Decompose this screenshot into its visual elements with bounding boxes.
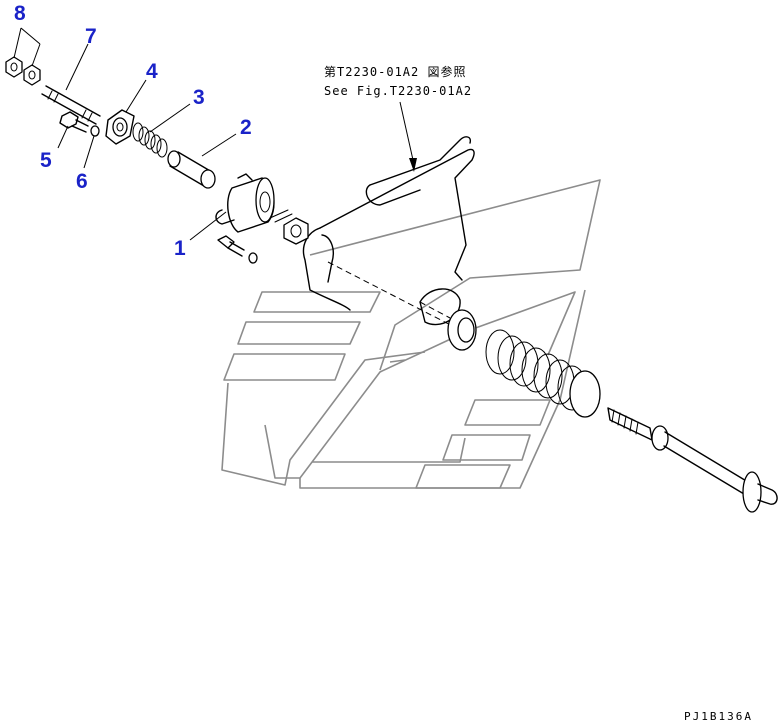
part-cylinder-yoke: [215, 173, 293, 233]
axis-line: [327, 261, 471, 336]
machine-body-outline: [221, 179, 601, 489]
part-nut: [5, 56, 41, 86]
reference-leader: [399, 101, 417, 172]
callout-3: 3: [193, 86, 205, 109]
large-spring: [485, 329, 601, 418]
callout-leaders: [13, 27, 237, 241]
callout-2: 2: [240, 116, 252, 139]
bracket-nut: [283, 217, 309, 245]
part-sleeve: [167, 150, 216, 189]
part-spring: [132, 122, 168, 158]
callout-8: 8: [14, 2, 26, 25]
callout-5: 5: [40, 149, 52, 172]
reference-text-en: See Fig.T2230-01A2: [324, 84, 472, 98]
part-stud-bolt: [41, 85, 101, 125]
part-washer: [90, 125, 100, 137]
part-flange-plate: [105, 109, 135, 145]
drawing-code: PJ1B136A: [684, 710, 753, 723]
reference-text-jp: 第T2230-01A2 図参照: [324, 64, 466, 79]
rod-assembly: [447, 309, 778, 513]
callout-4: 4: [146, 60, 158, 83]
part-bolt: [59, 111, 89, 133]
callout-7: 7: [85, 25, 97, 48]
bracket-assembly: [302, 136, 475, 326]
callout-6: 6: [76, 170, 88, 193]
callout-1: 1: [174, 237, 186, 260]
small-bolt: [217, 235, 258, 264]
